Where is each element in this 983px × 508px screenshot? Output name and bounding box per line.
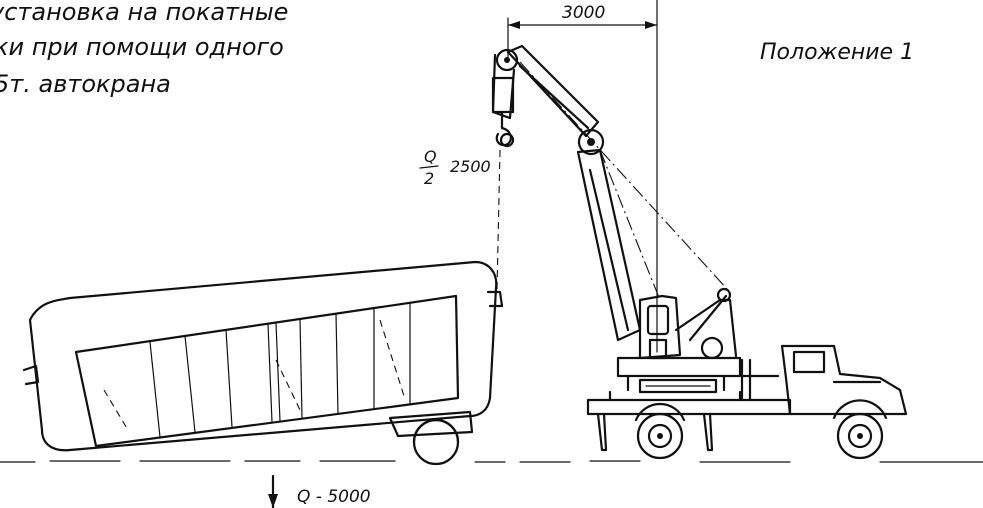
position-label: Положение 1 — [760, 40, 914, 65]
ground-line — [0, 460, 983, 463]
hoist-rope — [496, 149, 501, 291]
dimension-hook-load: Q 2 2500 — [419, 147, 491, 188]
hook-icon — [491, 48, 519, 148]
hook-load-divisor: 2 — [424, 169, 434, 188]
title-line-1: установка на покатные — [0, 0, 288, 26]
total-load-arrow: Q - 5000 — [268, 474, 371, 508]
crane-truck-icon — [586, 287, 908, 460]
car-body-icon — [22, 260, 504, 466]
boom-stay-cable — [519, 61, 729, 291]
boom-reach-value: 3000 — [562, 3, 605, 23]
hook-load-value: 2500 — [450, 157, 491, 176]
title-line-3: 5т. автокрана — [0, 70, 171, 98]
total-load-label: Q - 5000 — [297, 487, 371, 507]
hook-load-q: Q — [424, 147, 437, 166]
crane-boom — [506, 44, 729, 342]
title-line-2: ки при помощи одного — [0, 33, 284, 61]
